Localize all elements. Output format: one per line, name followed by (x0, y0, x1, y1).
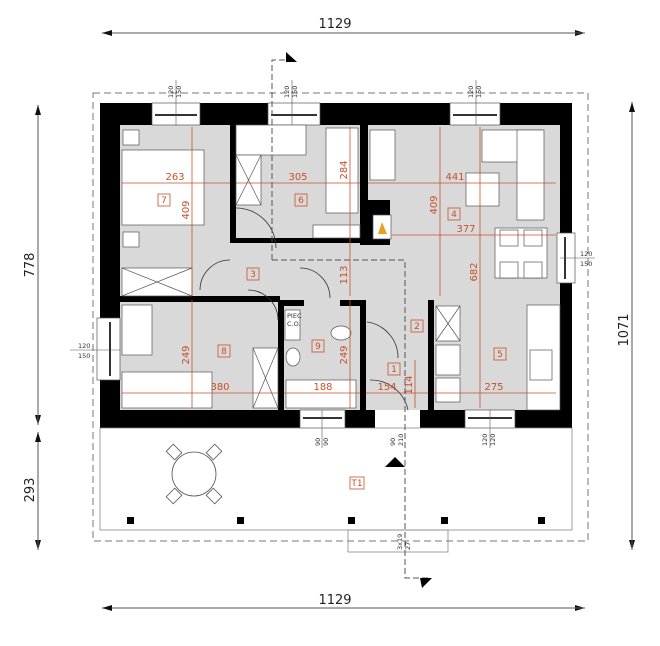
svg-text:150: 150 (475, 86, 483, 98)
svg-text:150: 150 (175, 86, 183, 98)
svg-text:1129: 1129 (318, 17, 351, 32)
svg-text:8: 8 (221, 347, 227, 357)
window-top-2: 120 150 (267, 80, 321, 126)
room-3-label: 3 (246, 267, 260, 281)
svg-text:T1: T1 (350, 479, 362, 489)
svg-text:C.O.: C.O. (287, 320, 301, 328)
room-5-label: 5 (493, 347, 507, 361)
svg-text:120: 120 (167, 86, 175, 98)
boiler-label: PIEC C.O. (287, 312, 302, 328)
svg-text:120: 120 (78, 342, 90, 350)
svg-text:377: 377 (456, 224, 475, 235)
svg-text:120: 120 (481, 434, 489, 446)
walls (100, 103, 572, 428)
window-top-1: 120 150 (151, 80, 201, 126)
table-chairs-icon (165, 443, 223, 505)
svg-text:409: 409 (181, 200, 192, 219)
window-bottom-1: 90 90 (299, 409, 346, 448)
dimension-right: 1071 (617, 102, 635, 550)
svg-text:90: 90 (322, 438, 330, 446)
svg-text:249: 249 (181, 345, 192, 364)
svg-text:441: 441 (445, 172, 464, 183)
entrance-arrow-icon (385, 457, 405, 467)
svg-text:263: 263 (165, 172, 184, 183)
svg-text:150: 150 (580, 260, 592, 268)
svg-text:114: 114 (404, 375, 415, 394)
room-4-label: 4 (447, 207, 461, 221)
window-top-3: 120 150 (449, 80, 501, 126)
room-labels: 7 6 4 3 8 9 2 1 5 T1 (157, 193, 507, 490)
dimension-left: 778 293 (23, 105, 41, 550)
section-line (271, 52, 432, 588)
svg-text:249: 249 (339, 345, 350, 364)
room-1-label: 1 (387, 362, 401, 376)
svg-text:305: 305 (288, 172, 307, 183)
svg-text:188: 188 (313, 382, 332, 393)
window-left: 120 150 (70, 317, 121, 381)
svg-text:778: 778 (23, 253, 38, 278)
svg-text:150: 150 (78, 352, 90, 360)
svg-text:682: 682 (469, 262, 480, 281)
dimension-top: 1129 (102, 17, 585, 36)
svg-text:5: 5 (497, 350, 503, 360)
svg-text:275: 275 (484, 382, 503, 393)
svg-text:1071: 1071 (617, 313, 632, 346)
svg-text:3x19: 3x19 (396, 534, 404, 550)
svg-text:4: 4 (451, 210, 457, 220)
svg-text:150: 150 (291, 86, 299, 98)
fireplace-icon (372, 214, 392, 240)
svg-text:7: 7 (161, 196, 167, 206)
svg-text:2: 2 (414, 322, 420, 332)
room-dimensions (122, 127, 556, 408)
room-dimension-labels: 263 409 305 284 441 409 377 682 113 380 … (165, 160, 503, 394)
svg-text:293: 293 (23, 478, 38, 503)
svg-text:90: 90 (389, 438, 397, 446)
room-6-label: 6 (294, 193, 308, 207)
svg-text:6: 6 (298, 196, 304, 206)
svg-text:154: 154 (377, 382, 396, 393)
room-7-label: 7 (157, 193, 171, 207)
svg-text:380: 380 (210, 382, 229, 393)
entrance-door: 90 210 (375, 410, 420, 446)
room-2-label: 2 (410, 319, 424, 333)
window-bottom-3: 120 120 (464, 409, 516, 448)
svg-text:3: 3 (250, 270, 256, 280)
svg-text:PIEC: PIEC (287, 312, 302, 320)
svg-text:90: 90 (314, 438, 322, 446)
room-8-label: 8 (217, 344, 231, 358)
window-right: 120 150 (556, 232, 595, 284)
svg-text:120: 120 (580, 250, 592, 258)
svg-text:9: 9 (315, 342, 321, 352)
svg-text:120: 120 (489, 434, 497, 446)
room-9-label: 9 (311, 339, 325, 353)
svg-text:284: 284 (339, 160, 350, 179)
roof-outline (92, 92, 589, 542)
svg-text:120: 120 (467, 86, 475, 98)
svg-text:1129: 1129 (318, 593, 351, 608)
svg-text:1: 1 (391, 365, 397, 375)
svg-text:120: 120 (283, 86, 291, 98)
svg-text:113: 113 (339, 265, 350, 284)
furniture (121, 124, 561, 411)
svg-text:27: 27 (404, 542, 412, 550)
svg-text:210: 210 (397, 434, 405, 446)
dimension-bottom: 1129 (102, 593, 585, 611)
svg-text:409: 409 (429, 195, 440, 214)
terrace: 3x19 27 (99, 427, 573, 553)
doors (199, 207, 409, 411)
terrace-label: T1 (349, 476, 365, 490)
